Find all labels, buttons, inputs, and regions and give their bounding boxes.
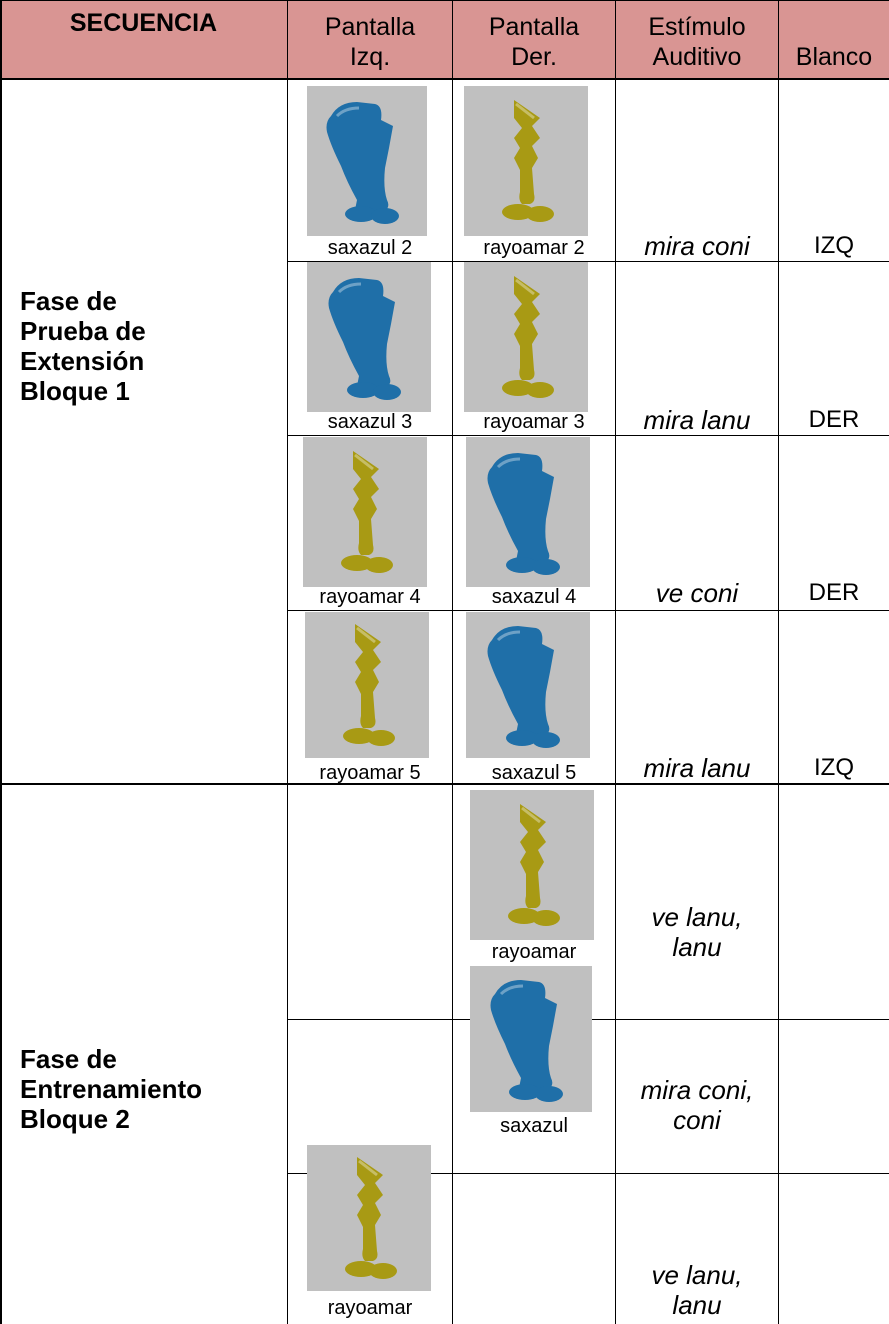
header-estimulo-line1: Estímulo [648, 13, 746, 41]
header-pantalla-der-line1: Pantalla [488, 13, 580, 41]
rayoamar-figure-icon [341, 622, 397, 748]
left-screen-image [305, 612, 429, 758]
header-divider [0, 78, 889, 80]
target-side: DER [808, 406, 860, 433]
stimulus-line: coni [673, 1105, 721, 1135]
phase-1-label: Fase de Prueba de Extensión Bloque 1 [20, 286, 280, 406]
column-divider [778, 0, 779, 1324]
phase-1-line: Extensión [20, 346, 145, 376]
left-screen-caption: saxazul 3 [327, 411, 413, 433]
phase-2-line: Bloque 2 [20, 1104, 130, 1134]
saxazul-figure-icon [486, 451, 562, 577]
right-screen-image [464, 262, 588, 412]
phase-2-line: Fase de [20, 1044, 117, 1074]
phase-1-line: Fase de [20, 286, 117, 316]
left-screen-caption: rayoamar [327, 1297, 413, 1319]
phase-2-label: Fase de Entrenamiento Bloque 2 [20, 1044, 280, 1134]
table-border [0, 0, 889, 1]
right-screen-image [470, 966, 592, 1112]
saxazul-figure-icon [489, 978, 565, 1104]
row-divider [287, 1173, 889, 1174]
stimulus-line: lanu [672, 1290, 722, 1320]
row-divider [287, 435, 889, 436]
phase-1-line: Bloque 1 [20, 376, 130, 406]
target-side: IZQ [814, 232, 854, 259]
auditory-stimulus: ve coni [655, 578, 739, 608]
column-divider [287, 0, 288, 1324]
left-screen-image [303, 437, 427, 587]
auditory-stimulus: mira coni, coni [616, 1075, 778, 1135]
stimulus-line: mira coni, [640, 1075, 754, 1105]
target-side: DER [808, 579, 860, 606]
right-screen-caption: rayoamar 2 [483, 237, 585, 259]
phase-divider [0, 783, 889, 785]
rayoamar-figure-icon [500, 98, 556, 224]
auditory-stimulus: mira coni [644, 231, 750, 261]
header-secuencia: SECUENCIA [0, 0, 287, 78]
right-screen-image [466, 612, 590, 758]
rayoamar-figure-icon [343, 1155, 399, 1281]
phase-1-line: Prueba de [20, 316, 146, 346]
header-blanco-label: Blanco [795, 43, 873, 71]
right-screen-image [464, 86, 588, 236]
target-side: IZQ [814, 754, 854, 781]
saxazul-figure-icon [486, 624, 562, 750]
column-divider [0, 0, 2, 1324]
row-divider [287, 261, 889, 262]
header-estimulo-line2: Auditivo [652, 43, 742, 71]
stimulus-line: lanu [672, 932, 722, 962]
right-screen-caption: rayoamar [491, 941, 577, 963]
stimulus-line: ve lanu, [651, 1260, 743, 1290]
header-pantalla-izq-line1: Pantalla [324, 13, 416, 41]
right-screen-caption: saxazul 4 [491, 586, 577, 608]
header-blanco: Blanco [779, 0, 889, 78]
left-screen-image [307, 1145, 431, 1291]
right-screen-caption: saxazul 5 [491, 762, 577, 784]
column-divider [452, 0, 453, 1324]
phase-2-line: Entrenamiento [20, 1074, 203, 1104]
stimulus-line: ve lanu, [651, 902, 743, 932]
header-secuencia-label: SECUENCIA [69, 9, 218, 37]
rayoamar-figure-icon [339, 449, 395, 575]
header-pantalla-izq-line2: Izq. [349, 43, 391, 71]
saxazul-figure-icon [327, 276, 403, 402]
header-pantalla-der-line2: Der. [511, 43, 557, 71]
right-screen-caption: rayoamar 3 [483, 411, 585, 433]
left-screen-image [307, 86, 427, 236]
left-screen-image [307, 262, 431, 412]
rayoamar-figure-icon [500, 274, 556, 400]
row-divider [287, 610, 889, 611]
left-screen-caption: rayoamar 5 [319, 762, 421, 784]
auditory-stimulus: ve lanu, lanu [616, 1260, 778, 1320]
auditory-stimulus: mira lanu [643, 753, 751, 783]
left-screen-caption: rayoamar 4 [319, 586, 421, 608]
rayoamar-figure-icon [506, 802, 562, 928]
right-screen-image [470, 790, 594, 940]
right-screen-image [466, 437, 590, 587]
right-screen-caption: saxazul [500, 1115, 568, 1137]
auditory-stimulus: mira lanu [643, 405, 751, 435]
left-screen-caption: saxazul 2 [327, 237, 413, 259]
column-divider [615, 0, 616, 1324]
auditory-stimulus: ve lanu, lanu [616, 902, 778, 962]
saxazul-figure-icon [325, 100, 401, 226]
